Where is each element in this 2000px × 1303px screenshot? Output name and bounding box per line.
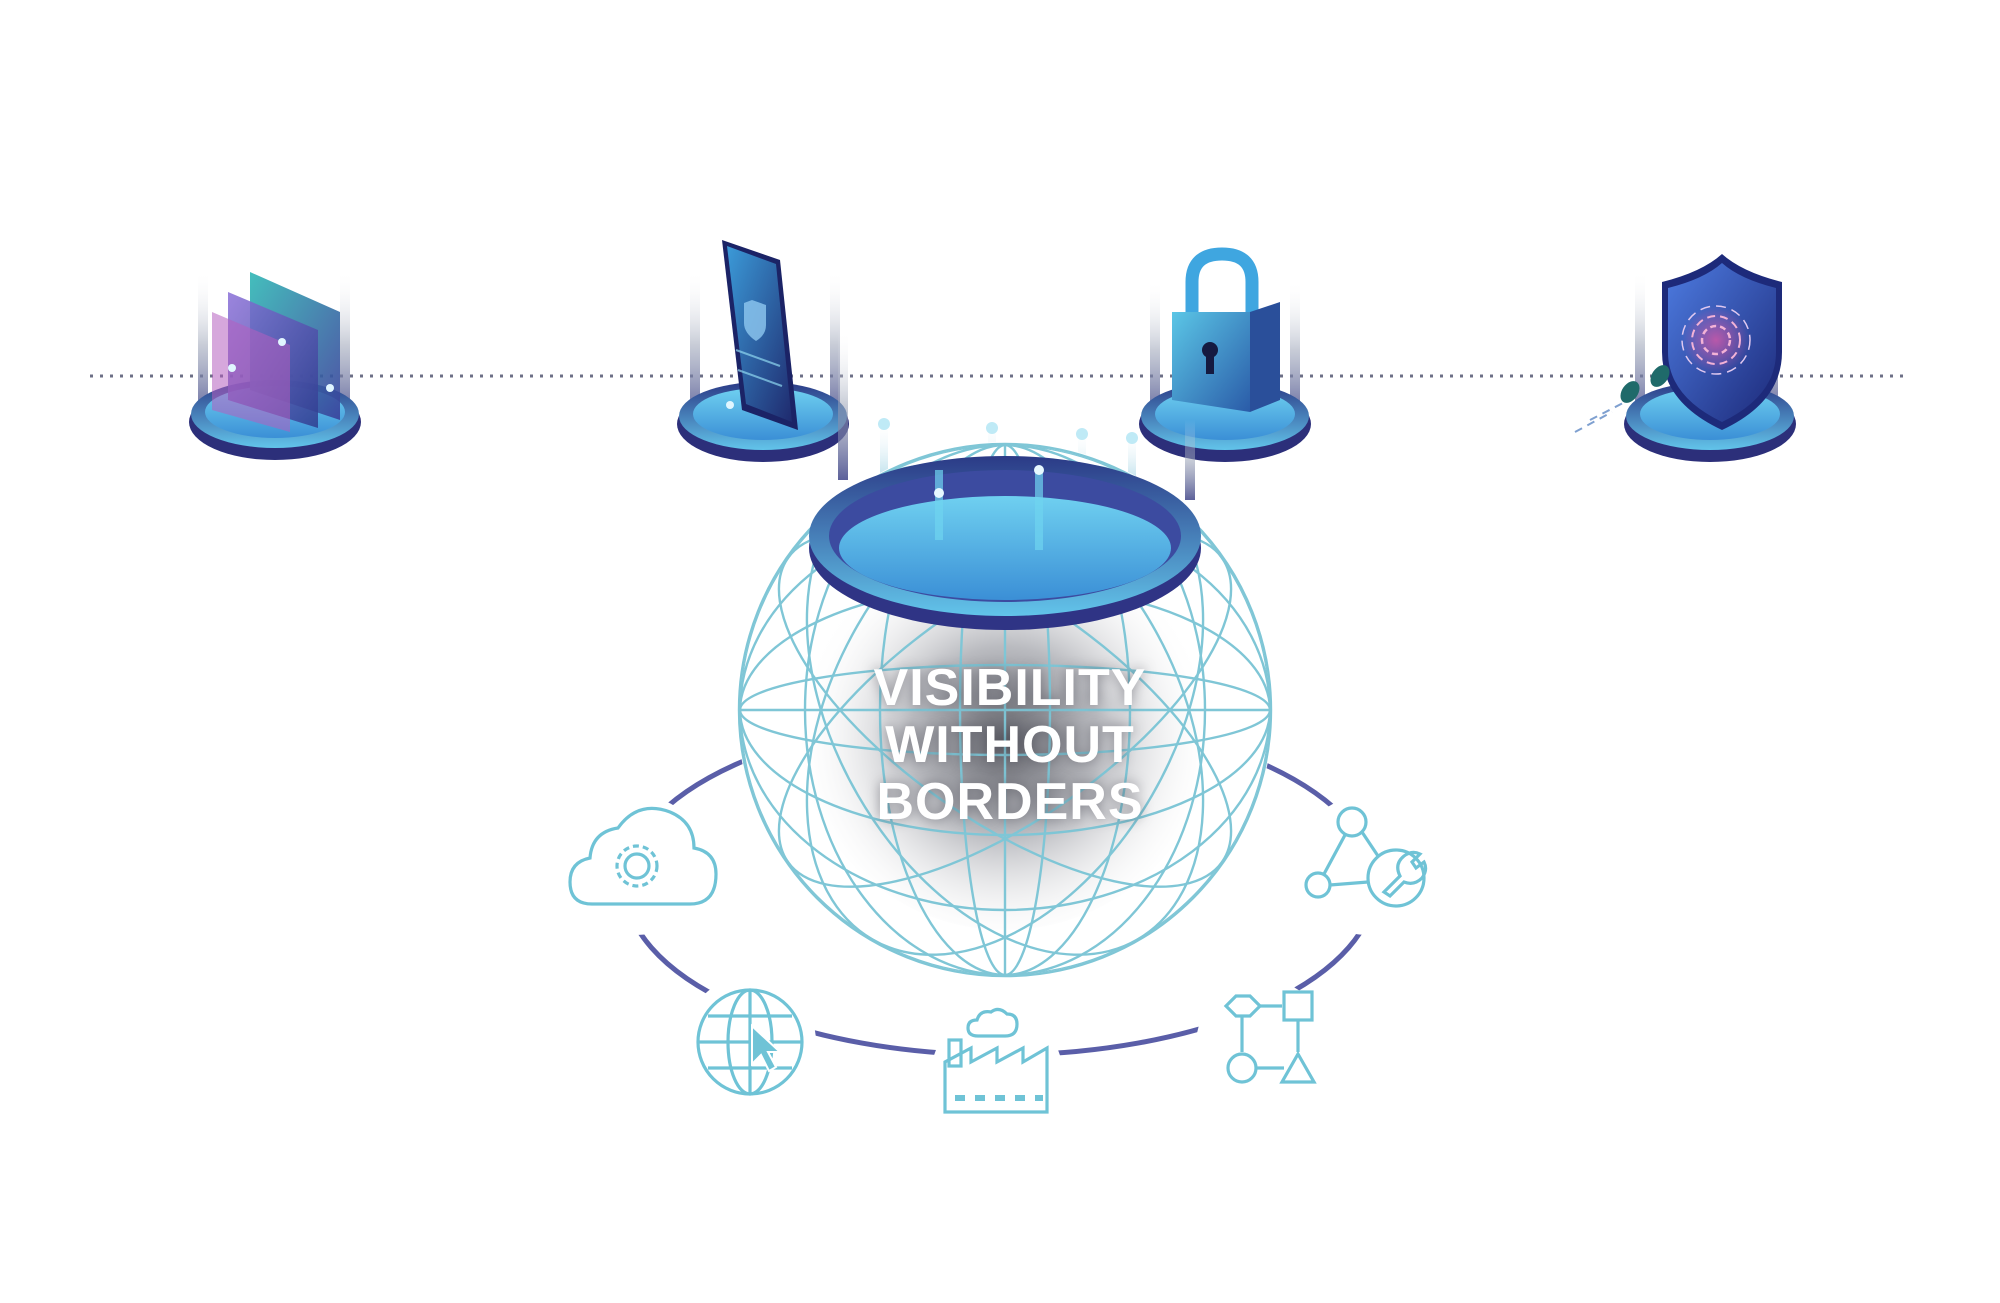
headline-line-3: BORDERS [876,773,1144,831]
headline: VISIBILITY WITHOUT BORDERS [850,660,1170,831]
shield-platform [1574,254,1796,462]
globe-top-ring [809,456,1201,630]
data-layers-platform [189,270,361,460]
orbit-icon-plates [567,795,1437,1141]
layered-panels-icon [212,272,340,432]
factory-icon [943,1007,1049,1114]
padlock-platform [1139,247,1311,462]
cloud-gear-icon [568,806,718,906]
headline-line-2: WITHOUT [885,716,1135,774]
fingerprint-shield-icon [1662,254,1782,430]
mobile-device-platform [677,240,849,462]
globe-cursor-icon [696,988,804,1096]
workflow-shapes-icon [1223,990,1317,1084]
incoming-data-streaks [1574,365,1670,433]
headline-line-1: VISIBILITY [873,659,1147,717]
smartphone-shield-icon [722,240,798,430]
network-wrench-icon [1304,806,1428,908]
padlock-icon [1172,247,1280,412]
